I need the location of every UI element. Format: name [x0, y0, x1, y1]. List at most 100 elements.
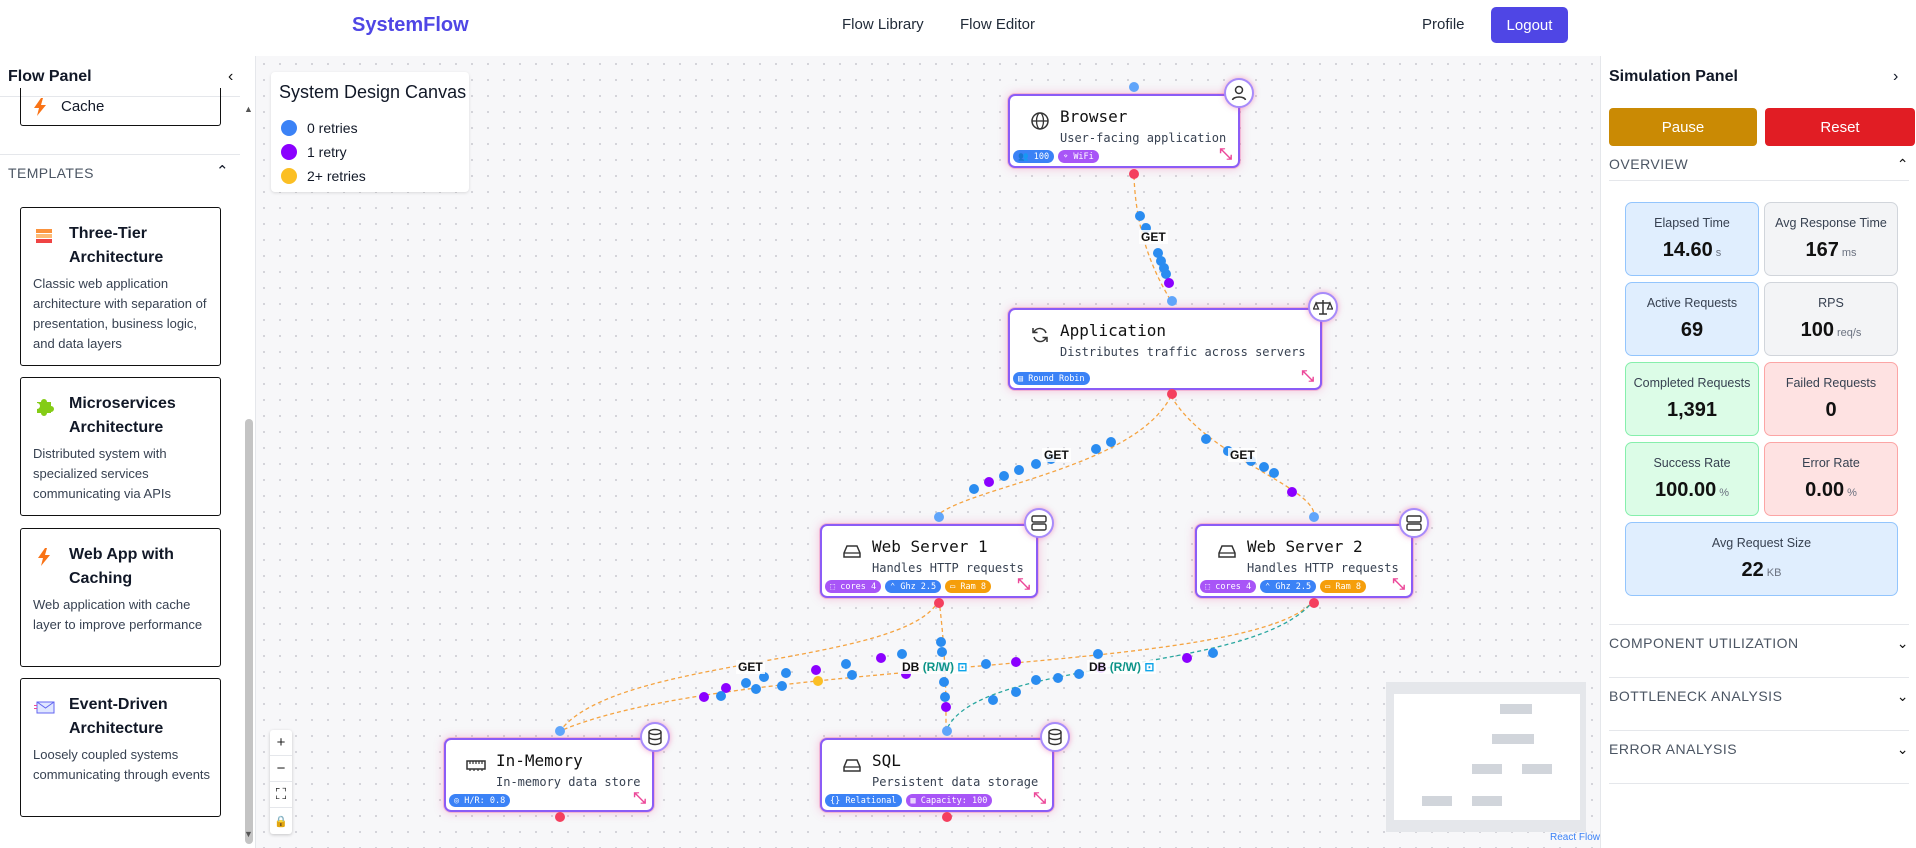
- connection-handle[interactable]: [1167, 389, 1177, 399]
- connection-handle[interactable]: [1129, 169, 1139, 179]
- lock-button[interactable]: 🔒: [274, 815, 288, 828]
- resize-handle-icon[interactable]: ⤡: [1033, 790, 1046, 807]
- template-title: Event-Driven Architecture: [69, 696, 168, 737]
- ram-tag: ▭ Ram 8: [945, 580, 991, 593]
- legend-item-0-retries: 0 retries: [281, 120, 358, 136]
- nav-profile[interactable]: Profile: [1422, 16, 1465, 33]
- fit-view-button[interactable]: ⛶: [270, 782, 292, 808]
- database-icon: [640, 722, 670, 752]
- minimap[interactable]: [1386, 682, 1586, 832]
- minimap-node: [1522, 764, 1552, 774]
- edge-label-get: GET: [1228, 448, 1257, 462]
- node-web-server-2[interactable]: Web Server 2 Handles HTTP requests ⬚ cor…: [1195, 508, 1429, 598]
- zoom-controls: + − ⛶ 🔒: [270, 730, 292, 834]
- scroll-down-icon[interactable]: ▼: [244, 829, 253, 839]
- layers-icon: [34, 226, 54, 246]
- server-icon: [1399, 508, 1429, 538]
- cores-tag: ⬚ cores 4: [825, 580, 882, 593]
- node-web-server-1[interactable]: Web Server 1 Handles HTTP requests ⬚ cor…: [820, 508, 1054, 598]
- edge-label-get: GET: [736, 660, 765, 674]
- divider: [1609, 180, 1909, 181]
- database-icon: [1040, 722, 1070, 752]
- connection-handle[interactable]: [942, 726, 952, 736]
- component-utilization-section-header[interactable]: COMPONENT UTILIZATION⌄: [1609, 635, 1909, 651]
- connection-handle[interactable]: [555, 812, 565, 822]
- resize-handle-icon[interactable]: ⤡: [1392, 576, 1405, 593]
- scroll-up-icon[interactable]: ▲: [244, 104, 253, 114]
- node-in-memory[interactable]: In-Memory In-memory data store ◎ H/R: 0.…: [444, 722, 670, 812]
- zoom-out-button[interactable]: −: [270, 756, 292, 782]
- node-tags: 👥 100 ⌔ WiFi: [1013, 150, 1099, 163]
- scrollbar-thumb[interactable]: [245, 419, 253, 844]
- connection-handle[interactable]: [1167, 296, 1177, 306]
- hard-drive-icon: [843, 759, 861, 772]
- resize-handle-icon[interactable]: ⤡: [1301, 368, 1314, 385]
- template-description: Web application with cache layer to impr…: [33, 597, 203, 632]
- node-description: Persistent data storage: [872, 775, 1039, 789]
- node-tags: ◎ H/R: 0.8: [449, 794, 511, 807]
- memory-chip-icon: [466, 760, 486, 771]
- connection-handle[interactable]: [555, 726, 565, 736]
- wifi-tag: ⌔ WiFi: [1058, 150, 1099, 163]
- canvas-title: System Design Canvas: [279, 82, 467, 102]
- error-analysis-section-header[interactable]: ERROR ANALYSIS⌄: [1609, 741, 1909, 757]
- template-card-microservices[interactable]: Microservices Architecture Distributed s…: [20, 377, 221, 516]
- metric-completed-requests: Completed Requests 1,391: [1625, 362, 1759, 436]
- bottleneck-analysis-section-header[interactable]: BOTTLENECK ANALYSIS⌄: [1609, 688, 1909, 704]
- node-tags: ⬚ cores 4 ⌃ Ghz 2.5 ▭ Ram 8: [1200, 580, 1366, 593]
- component-label: Cache: [61, 98, 105, 115]
- node-title: Web Server 1: [872, 537, 988, 556]
- chevron-up-icon[interactable]: ⌃: [216, 163, 229, 180]
- overview-section-header[interactable]: OVERVIEW⌃: [1609, 156, 1909, 172]
- node-browser[interactable]: Browser User-facing application 👥 100 ⌔ …: [1008, 78, 1254, 168]
- connection-handle[interactable]: [1129, 82, 1139, 92]
- node-description: Handles HTTP requests: [1247, 561, 1399, 575]
- connection-handle[interactable]: [1309, 598, 1319, 608]
- minimap-node: [1472, 764, 1502, 774]
- collapse-left-icon[interactable]: ‹: [228, 68, 234, 85]
- hard-drive-icon: [1218, 545, 1236, 558]
- node-sql[interactable]: SQL Persistent data storage {} Relationa…: [820, 722, 1070, 812]
- component-card-cache[interactable]: Cache: [20, 88, 221, 126]
- node-tags: {} Relational ▦ Capacity: 100: [825, 794, 993, 807]
- collapse-right-icon[interactable]: ›: [1893, 68, 1899, 85]
- edge-label-get: GET: [1139, 230, 1168, 244]
- connection-handle[interactable]: [1309, 512, 1319, 522]
- legend-item-1-retry: 1 retry: [281, 144, 347, 160]
- edge-browser-application: [1133, 175, 1172, 302]
- reset-button[interactable]: Reset: [1765, 108, 1915, 146]
- scrollbar[interactable]: ▲ ▼: [244, 104, 254, 848]
- retries-legend: System Design Canvas 0 retries 1 retry 2…: [271, 72, 469, 192]
- connection-handle[interactable]: [934, 512, 944, 522]
- minimap-node: [1472, 796, 1502, 806]
- minimap-viewport: [1394, 694, 1580, 820]
- template-card-three-tier[interactable]: Three-Tier Architecture Classic web appl…: [20, 207, 221, 366]
- template-card-web-app-caching[interactable]: Web App with Caching Web application wit…: [20, 528, 221, 667]
- connection-handle[interactable]: [942, 812, 952, 822]
- connection-handle[interactable]: [934, 598, 944, 608]
- user-icon: [1224, 78, 1254, 108]
- pause-button[interactable]: Pause: [1609, 108, 1757, 146]
- nav-flow-editor[interactable]: Flow Editor: [960, 16, 1036, 33]
- resize-handle-icon[interactable]: ⤡: [1219, 146, 1232, 163]
- node-description: Handles HTTP requests: [872, 561, 1024, 575]
- resize-handle-icon[interactable]: ⤡: [1017, 576, 1030, 593]
- react-flow-attribution[interactable]: React Flow: [1550, 832, 1601, 843]
- edge-application-web2: [1170, 395, 1315, 515]
- resize-handle-icon[interactable]: ⤡: [633, 790, 646, 807]
- nav-flow-library[interactable]: Flow Library: [842, 16, 924, 33]
- logout-button[interactable]: Logout: [1491, 7, 1568, 43]
- template-card-event-driven[interactable]: Event-Driven Architecture Loosely couple…: [20, 678, 221, 817]
- brand-logo[interactable]: SystemFlow: [352, 14, 469, 36]
- template-description: Distributed system with specialized serv…: [33, 446, 172, 501]
- node-title: Browser: [1060, 107, 1128, 126]
- edge-web2-memory: [559, 599, 1315, 732]
- design-canvas[interactable]: System Design Canvas 0 retries 1 retry 2…: [256, 56, 1600, 848]
- flow-panel: Flow Panel ‹ ▲ ▼ Cache TEMPLATES ⌃ Three…: [0, 56, 256, 848]
- zoom-in-button[interactable]: +: [270, 730, 292, 756]
- templates-section-title[interactable]: TEMPLATES: [8, 165, 94, 181]
- chevron-up-icon: ⌃: [1896, 156, 1909, 172]
- node-application[interactable]: Application Distributes traffic across s…: [1008, 292, 1338, 390]
- lightning-icon: [34, 547, 54, 567]
